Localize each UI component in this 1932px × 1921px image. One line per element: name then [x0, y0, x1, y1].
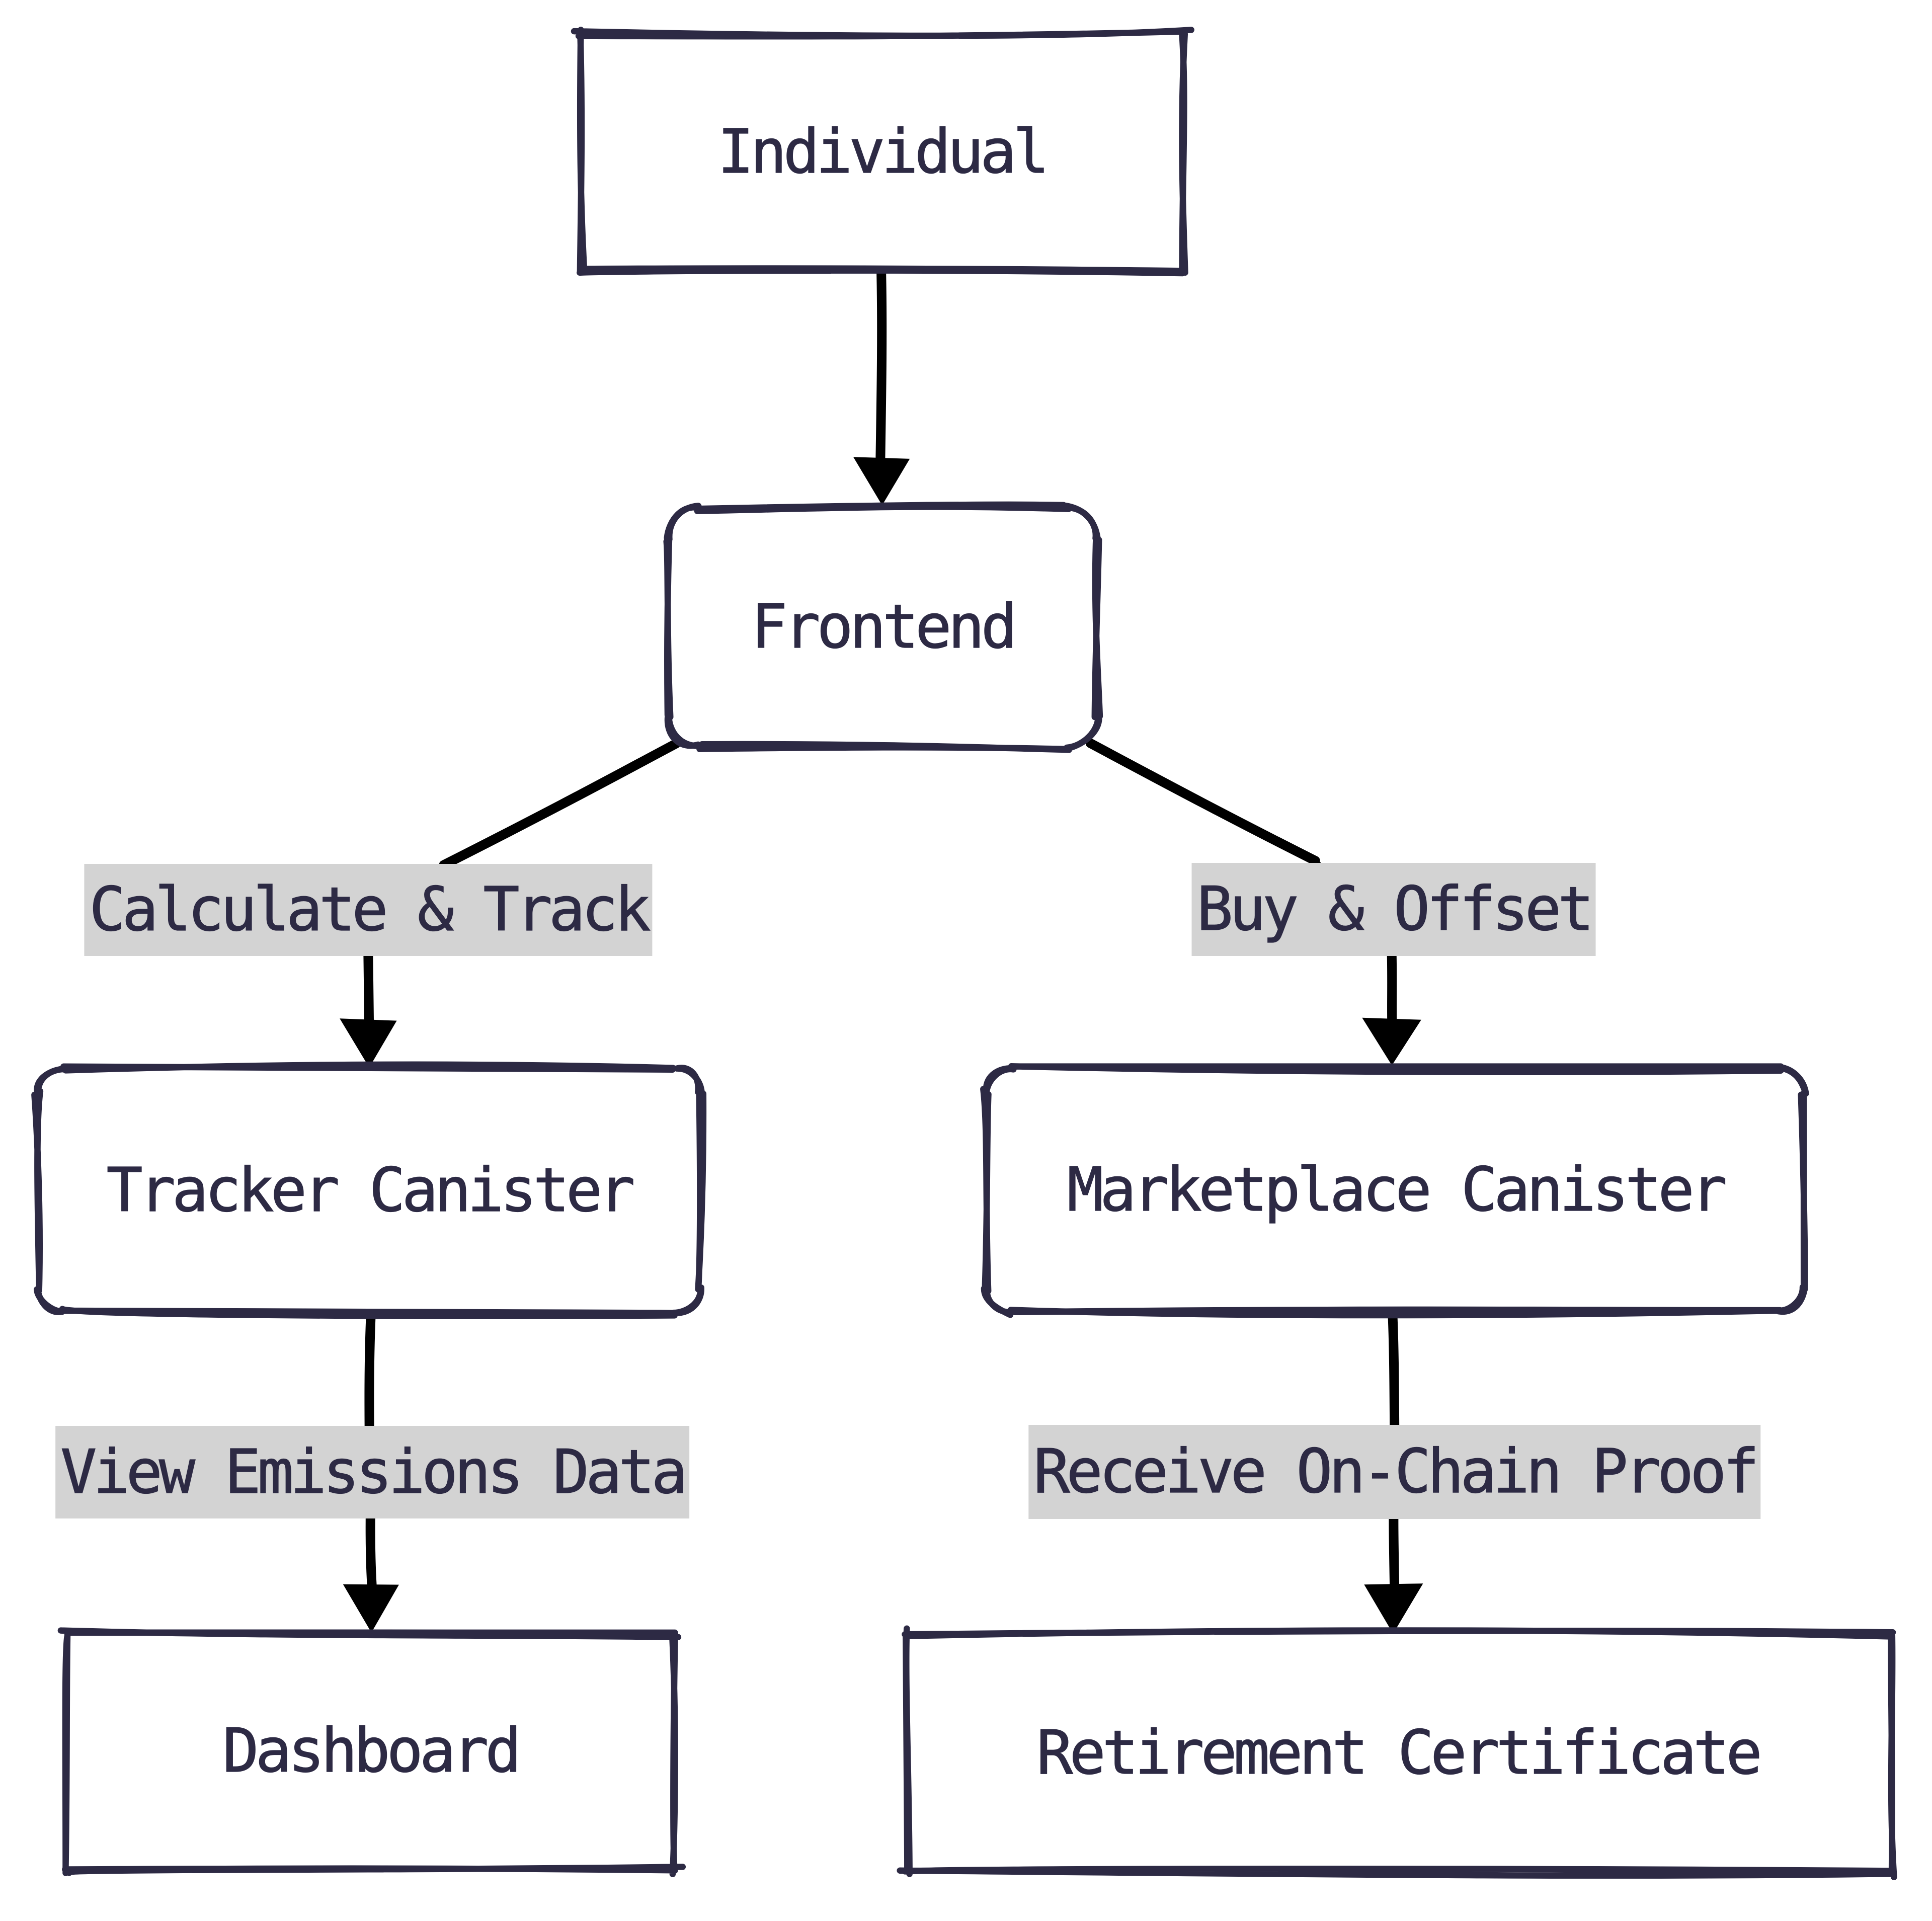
- node-frontend-label: Frontend: [751, 592, 1017, 662]
- node-frontend-fill: [668, 507, 1097, 747]
- node-individual-fill: [581, 34, 1183, 271]
- node-marketplace-border: [980, 1062, 1809, 1319]
- node-dashboard-label: Dashboard: [222, 1716, 522, 1786]
- node-dashboard-border: [57, 1627, 686, 1877]
- node-marketplace-label: Marketplace Canister: [1067, 1155, 1727, 1225]
- node-tracker-border: [31, 1061, 707, 1319]
- node-frontend-border: [663, 501, 1103, 753]
- edge-e5-arrowhead-icon: [1364, 1583, 1423, 1634]
- edge-e4-arrowhead-icon: [343, 1584, 399, 1633]
- edge-e1-arrowhead-icon: [853, 457, 910, 506]
- node-dashboard-fill: [66, 1633, 674, 1869]
- node-retirement-border: [897, 1625, 1897, 1881]
- node-retirement-fill: [905, 1633, 1890, 1873]
- node-tracker-fill: [38, 1068, 700, 1313]
- node-marketplace-fill: [986, 1068, 1805, 1312]
- node-individual-border: [571, 27, 1194, 277]
- edge-e1-line: [875, 269, 887, 470]
- node-tracker-label: Tracker Canister: [106, 1155, 635, 1226]
- node-retirement-label: Retirement Certificate: [1036, 1718, 1763, 1788]
- node-individual-label: Individual: [717, 117, 1050, 187]
- node-shapes: [31, 27, 1897, 1881]
- edge-label-view: View Emissions Data: [55, 1426, 689, 1518]
- edge-label-receive: Receive On-Chain Proof: [1028, 1425, 1761, 1519]
- edge-e3-arrowhead-icon: [1362, 1017, 1421, 1066]
- edge-label-buy: Buy & Offset: [1191, 863, 1596, 956]
- edge-label-calculate: Calculate & Track: [84, 864, 653, 956]
- edge-e2-arrowhead-icon: [340, 1018, 397, 1068]
